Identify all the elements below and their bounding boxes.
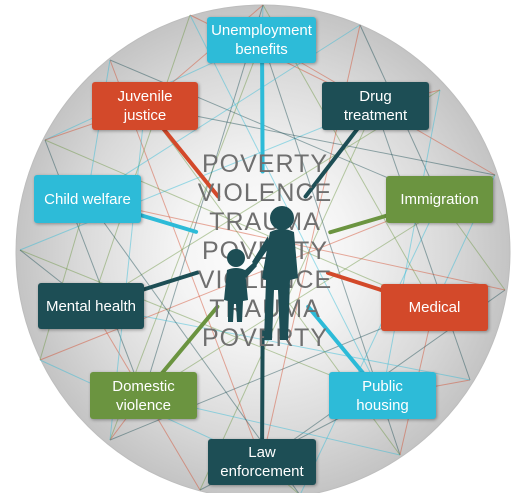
web-line [19,105,376,251]
node-label: Public housing [356,377,409,414]
node-unemployment-benefits[interactable]: Unemployment benefits [207,17,316,63]
node-law-enforcement[interactable]: Law enforcement [208,439,316,485]
node-juvenile-justice[interactable]: Juvenile justice [92,82,198,130]
web-line [86,198,506,291]
node-label: Mental health [45,297,137,315]
web-line [374,105,471,381]
web-line [144,105,496,176]
adult-silhouette [252,206,298,340]
node-label: Law enforcement [220,444,304,480]
web-line [381,89,441,397]
node-immigration[interactable]: Immigration [386,176,493,223]
center-word: TRAUMA [209,208,321,236]
child-silhouette [224,249,257,322]
node-label: Domestic violence [112,377,175,414]
web-line [90,305,471,381]
node-public-housing[interactable]: Public housing [329,372,436,419]
node-mental-health[interactable]: Mental health [38,283,144,329]
web-line [44,139,435,308]
node-label: Drug treatment [343,88,408,124]
center-word: POVERTY [201,150,329,178]
center-word: VIOLENCE [197,179,333,207]
node-medical[interactable]: Medical [381,284,488,331]
node-label: Child welfare [44,190,131,208]
web-line [39,198,88,361]
node-label: Medical [408,299,461,316]
node-label: Unemployment benefits [211,22,312,58]
web-line [300,199,441,493]
web-line [90,14,191,307]
node-label: Immigration [400,191,479,208]
web-line [19,249,383,397]
node-domestic-violence[interactable]: Domestic violence [90,372,197,419]
web-line [142,4,264,397]
node-child-welfare[interactable]: Child welfare [34,175,141,223]
node-label: Juvenile justice [117,88,173,124]
web-line [189,14,383,397]
node-drug-treatment[interactable]: Drug treatment [322,82,429,130]
